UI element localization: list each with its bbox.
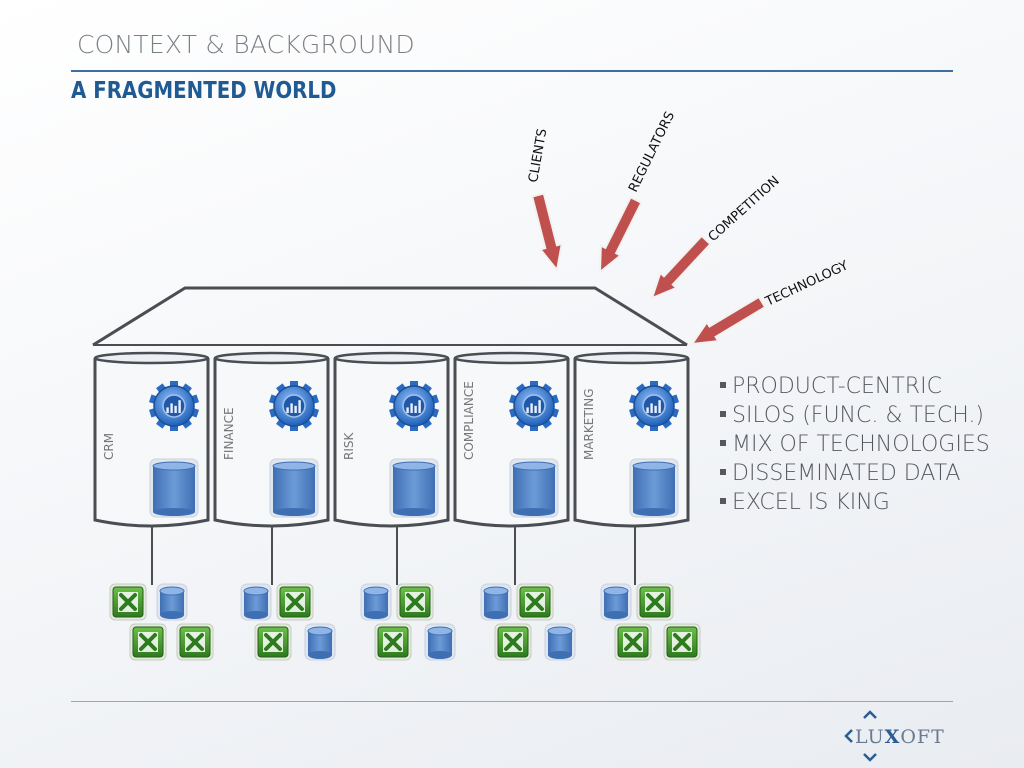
bullet-item: PRODUCT-CENTRIC — [717, 372, 990, 401]
logo-left-chevron-icon — [844, 729, 853, 743]
force-label-clients: CLIENTS — [526, 128, 550, 184]
bullet-text: SILOS (FUNC. & TECH.) — [732, 403, 984, 428]
bullet-item: MIX OF TECHNOLOGIES — [717, 430, 990, 459]
silo-risk: RISK — [333, 351, 456, 661]
logo-up-chevron-icon — [863, 710, 877, 719]
excel-icon — [614, 623, 652, 661]
database-icon — [389, 458, 439, 518]
database-icon — [480, 583, 512, 621]
logo-down-chevron-icon — [863, 753, 877, 762]
arrow-icon — [689, 295, 767, 346]
silo-crm: CRM — [93, 351, 214, 661]
fragmented-world-diagram: CRM FINANCE RISK COMPLIANCE MARKETING CLIENT… — [92, 109, 851, 661]
excel-icon — [494, 623, 532, 661]
bullet-marker — [720, 497, 726, 504]
arrow-icon — [598, 195, 643, 275]
gear-chart-icon — [268, 381, 320, 431]
gear-chart-icon — [508, 381, 560, 431]
silo-label: RISK — [342, 432, 356, 460]
section-title: CONTEXT & BACKGROUND — [77, 30, 415, 59]
bullet-item: SILOS (FUNC. & TECH.) — [717, 401, 990, 430]
excel-icon — [276, 583, 314, 621]
bullet-marker — [720, 439, 726, 446]
force-label-competition: COMPETITION — [706, 174, 783, 245]
excel-icon — [129, 623, 167, 661]
gear-chart-icon — [148, 381, 200, 431]
silo-top — [573, 351, 690, 365]
database-icon — [360, 583, 392, 621]
excel-icon — [516, 583, 554, 621]
bullet-item: DISSEMINATED DATA — [717, 459, 990, 488]
bullet-item: EXCEL IS KING — [717, 488, 990, 517]
excel-icon — [374, 623, 412, 661]
bullet-text: PRODUCT-CENTRIC — [732, 374, 942, 399]
roof-outline — [92, 286, 688, 347]
silo-top — [213, 351, 330, 365]
silo-label: COMPLIANCE — [462, 381, 476, 460]
database-icon — [269, 458, 319, 518]
luxoft-logo: LUXOFT — [844, 710, 945, 762]
force-label-technology: TECHNOLOGY — [762, 258, 850, 310]
silo-compliance: COMPLIANCE — [453, 351, 576, 661]
silo-top — [453, 351, 570, 365]
database-icon — [240, 583, 272, 621]
bullet-marker — [720, 381, 726, 388]
excel-icon — [176, 623, 214, 661]
gear-chart-icon — [388, 381, 440, 431]
database-icon — [424, 623, 456, 661]
page-title: A FRAGMENTED WORLD — [71, 78, 337, 104]
database-icon — [600, 583, 632, 621]
excel-icon — [109, 583, 147, 621]
database-icon — [156, 583, 188, 621]
silo-label: CRM — [102, 433, 116, 460]
arrow-icon — [650, 234, 712, 300]
silo-marketing: MARKETING — [573, 351, 701, 661]
excel-icon — [663, 623, 701, 661]
database-icon — [149, 458, 199, 518]
excel-icon — [636, 583, 674, 621]
gear-chart-icon — [628, 381, 680, 431]
database-icon — [544, 623, 576, 661]
bullet-text: EXCEL IS KING — [732, 490, 890, 515]
logo-text-right: OFT — [900, 726, 944, 748]
silo-finance: FINANCE — [213, 351, 336, 661]
header-divider — [71, 70, 953, 72]
svg-text:LUXOFT: LUXOFT — [855, 726, 945, 748]
arrow-icon — [530, 192, 564, 273]
silo-label: MARKETING — [582, 389, 596, 461]
silo-top — [93, 351, 210, 365]
footer-divider — [71, 701, 953, 702]
bullet-list: PRODUCT-CENTRIC SILOS (FUNC. & TECH.) MI… — [717, 372, 990, 517]
silo-label: FINANCE — [222, 407, 236, 460]
logo-text-x: X — [885, 726, 901, 748]
database-icon — [509, 458, 559, 518]
database-icon — [629, 458, 679, 518]
excel-icon — [254, 623, 292, 661]
excel-icon — [396, 583, 434, 621]
bullet-text: DISSEMINATED DATA — [732, 461, 961, 486]
silo-top — [333, 351, 450, 365]
bullet-marker — [720, 468, 726, 475]
database-icon — [304, 623, 336, 661]
force-label-regulators: REGULATORS — [626, 109, 678, 194]
logo-text-left: LU — [855, 726, 885, 748]
bullet-text: MIX OF TECHNOLOGIES — [732, 432, 990, 457]
bullet-marker — [720, 410, 726, 417]
